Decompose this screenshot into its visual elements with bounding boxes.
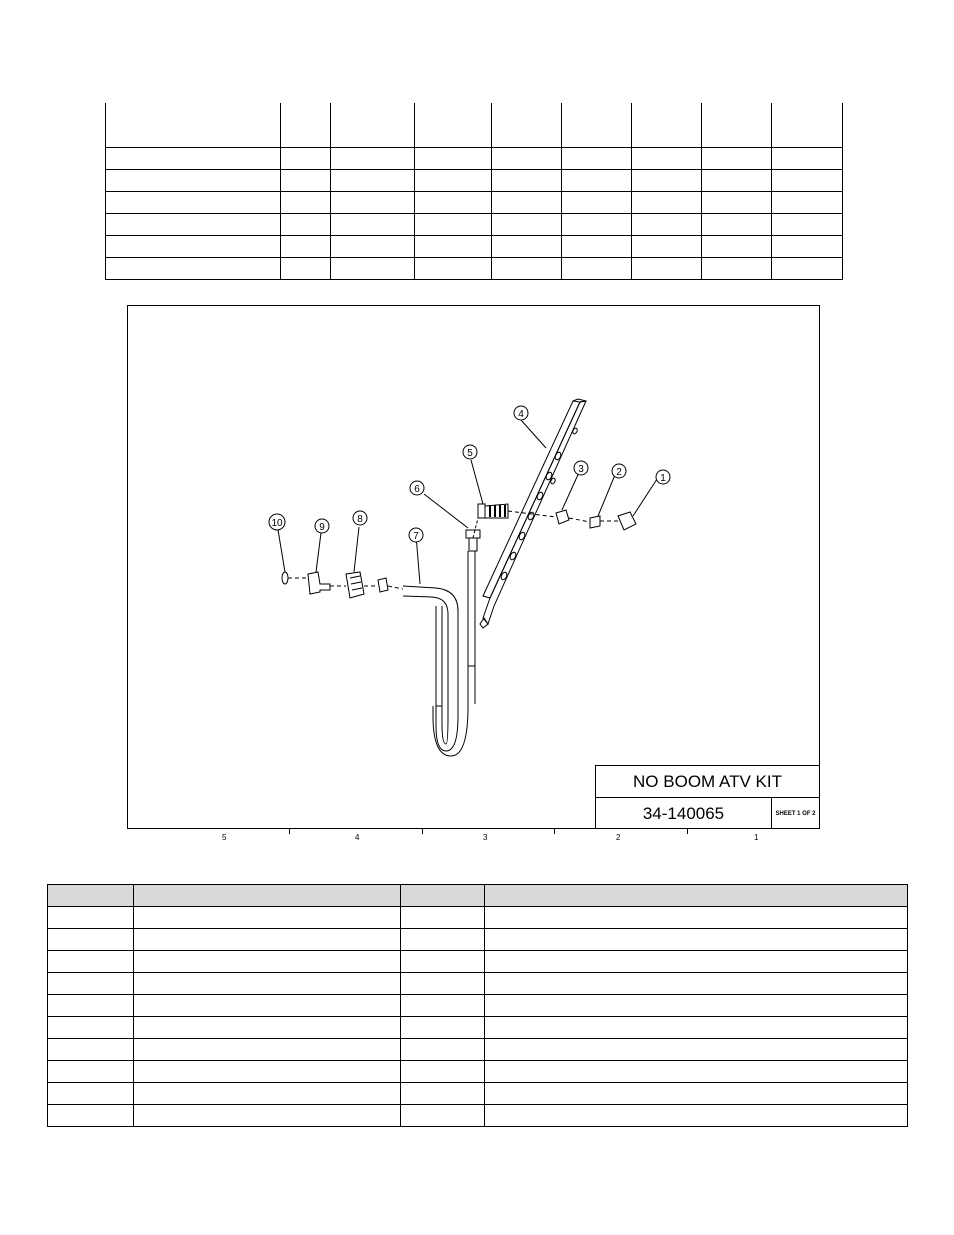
table-row — [47, 928, 908, 951]
header-cell — [484, 884, 908, 907]
header-cell — [47, 884, 134, 907]
header-cell — [105, 103, 281, 148]
header-cell — [631, 103, 702, 148]
header-cell — [133, 884, 401, 907]
zone-tick — [687, 829, 688, 834]
table-row — [47, 950, 908, 973]
balloon-label: 6 — [414, 484, 420, 495]
table-row — [47, 972, 908, 995]
header-cell — [280, 103, 331, 148]
balloon-label: 5 — [467, 448, 473, 459]
balloon-label: 3 — [578, 464, 584, 475]
zone-label: 1 — [754, 833, 759, 842]
zone-tick — [554, 829, 555, 834]
balloon-label: 7 — [413, 531, 419, 542]
table-row — [47, 1060, 908, 1083]
balloon-label: 2 — [616, 467, 622, 478]
zone-tick — [422, 829, 423, 834]
bracket-side-face — [482, 400, 587, 626]
part-number: 34-140065 — [595, 797, 771, 828]
zone-label: 5 — [222, 833, 227, 842]
hose-inner — [402, 595, 449, 745]
table-row — [47, 1104, 908, 1127]
table-row — [105, 191, 843, 214]
header-cell — [414, 103, 492, 148]
table-row — [105, 169, 843, 192]
balloon-label: 1 — [660, 473, 666, 484]
header-cell — [701, 103, 772, 148]
table-row — [47, 1016, 908, 1039]
table-row — [47, 1082, 908, 1105]
table-header-row — [47, 884, 908, 907]
table-header-row — [105, 103, 843, 148]
top-table — [105, 103, 843, 280]
table-row — [47, 906, 908, 929]
table-row — [47, 994, 908, 1017]
title-block: NO BOOM ATV KIT 34-140065 SHEET 1 OF 2 — [595, 765, 819, 828]
header-cell — [491, 103, 562, 148]
table-row — [47, 1038, 908, 1061]
bracket-front-face — [482, 400, 581, 599]
hose-outer — [402, 585, 459, 752]
header-cell — [330, 103, 415, 148]
zone-label: 2 — [616, 833, 621, 842]
sheet-number: SHEET 1 OF 2 — [771, 797, 819, 828]
balloon-label: 10 — [271, 518, 283, 529]
parts-table — [47, 884, 908, 1127]
zone-tick — [289, 829, 290, 834]
header-cell — [561, 103, 632, 148]
header-cell — [400, 884, 485, 907]
balloon-label: 9 — [319, 522, 325, 533]
table-row — [105, 235, 843, 258]
zone-label: 4 — [355, 833, 360, 842]
exploded-view-drawing: 1 2 3 4 5 6 7 8 9 10 — [127, 305, 820, 829]
header-cell — [771, 103, 843, 148]
drawing-title: NO BOOM ATV KIT — [595, 765, 819, 797]
balloon-label: 4 — [518, 409, 524, 420]
table-row — [105, 213, 843, 236]
table-row — [105, 257, 843, 280]
assembly-illustration: 1 2 3 4 5 6 7 8 9 10 — [268, 398, 671, 757]
zone-label: 3 — [483, 833, 488, 842]
balloon-label: 8 — [357, 514, 363, 525]
table-row — [105, 147, 843, 170]
